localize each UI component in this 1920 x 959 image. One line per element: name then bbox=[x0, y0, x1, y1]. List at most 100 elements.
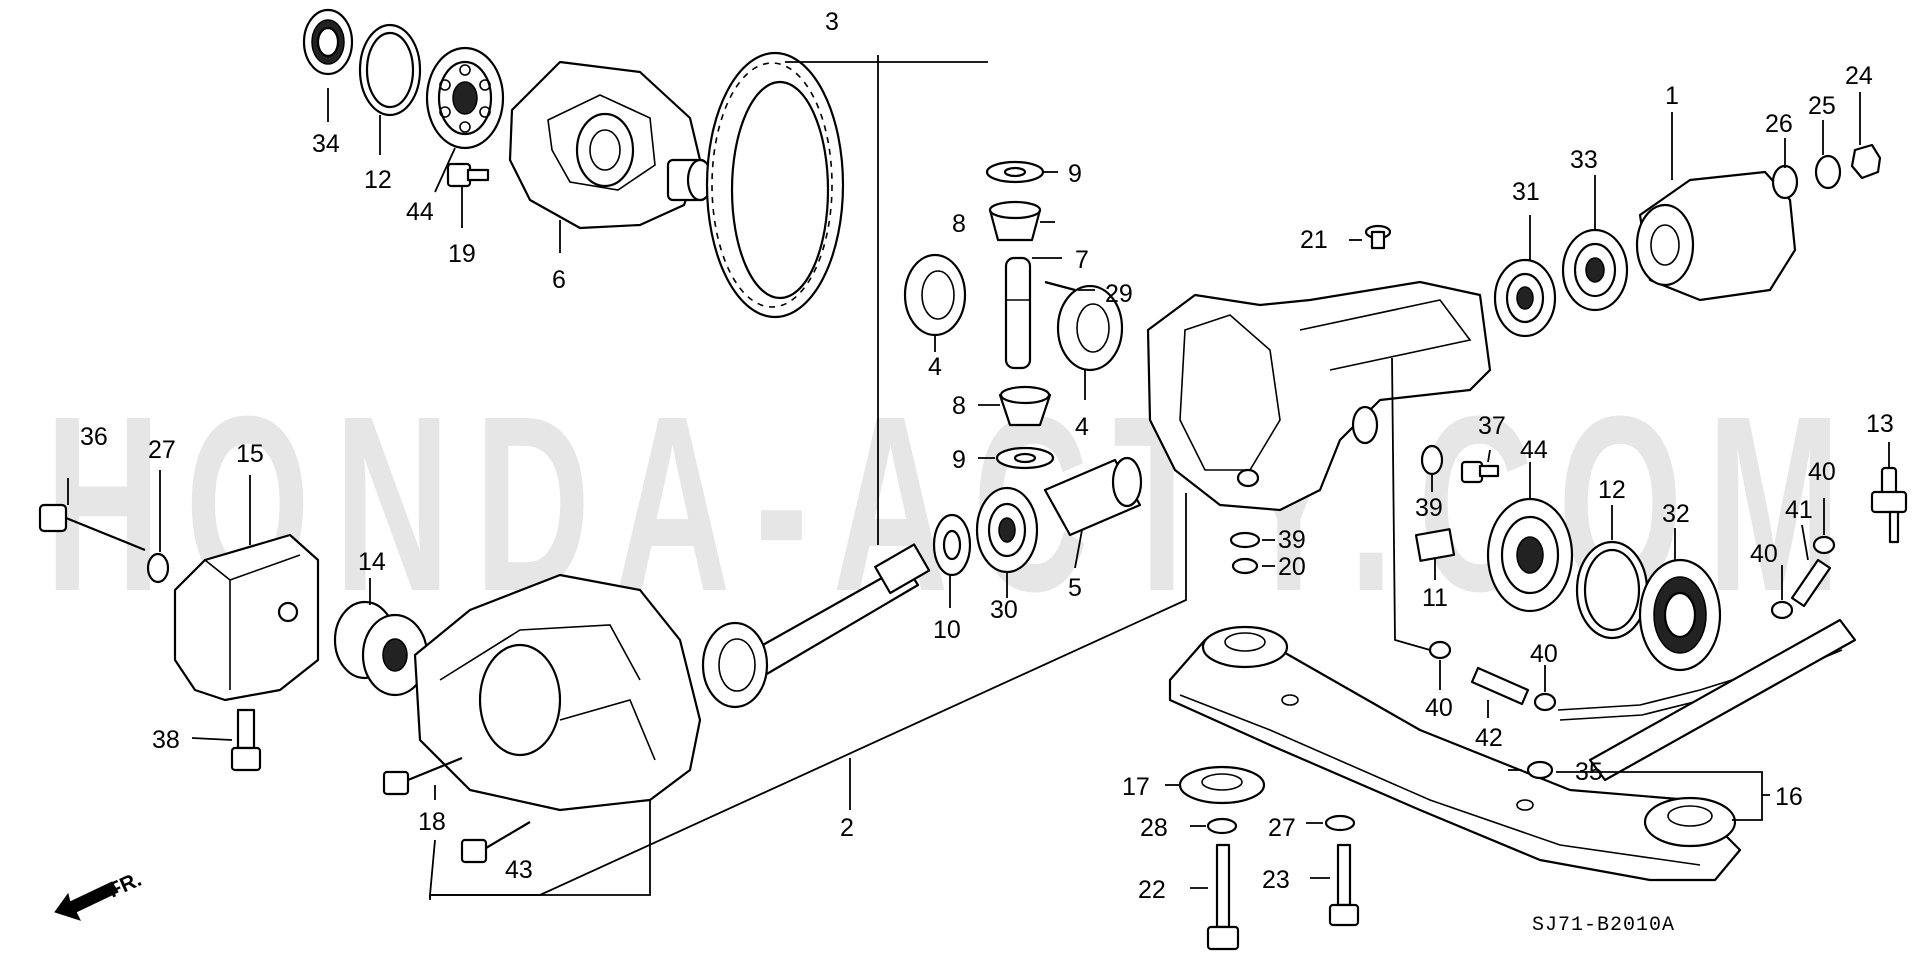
callout-9-bottom: 9 bbox=[952, 446, 966, 474]
callout-6: 6 bbox=[552, 266, 566, 294]
part-10-washer[interactable] bbox=[932, 513, 972, 577]
part-2-differential-carrier[interactable] bbox=[413, 573, 702, 812]
part-12-o-ring-right[interactable] bbox=[1575, 540, 1649, 640]
part-6-differential-case[interactable] bbox=[508, 60, 714, 230]
part-19-bolt[interactable] bbox=[446, 162, 490, 188]
callout-27-right: 27 bbox=[1268, 814, 1296, 842]
part-40-clamp-3[interactable] bbox=[1428, 640, 1452, 660]
part-13-breather[interactable] bbox=[1870, 466, 1908, 544]
part-12-o-ring[interactable] bbox=[358, 23, 422, 117]
part-41-tube[interactable] bbox=[1790, 558, 1832, 608]
callout-39-right: 39 bbox=[1415, 494, 1443, 522]
callout-25: 25 bbox=[1808, 92, 1836, 120]
callout-21: 21 bbox=[1300, 226, 1328, 254]
callout-16: 16 bbox=[1775, 783, 1803, 811]
callout-39-center: 39 bbox=[1278, 526, 1306, 554]
callout-28: 28 bbox=[1140, 814, 1168, 842]
part-4-side-gear-left[interactable] bbox=[903, 253, 967, 337]
part-18-bolt[interactable] bbox=[382, 756, 463, 796]
part-36-bolt[interactable] bbox=[38, 503, 146, 552]
callout-14: 14 bbox=[358, 548, 386, 576]
part-1-housing[interactable] bbox=[1146, 280, 1492, 512]
callout-27-left: 27 bbox=[148, 436, 176, 464]
part-29-pin[interactable] bbox=[1044, 280, 1076, 292]
part-11-label[interactable] bbox=[1414, 528, 1456, 562]
part-43-bolt[interactable] bbox=[460, 821, 531, 864]
part-38-bolt[interactable] bbox=[230, 708, 262, 772]
part-8-pinion-gear-top[interactable] bbox=[988, 200, 1042, 242]
part-27-washer-left[interactable] bbox=[146, 552, 170, 584]
part-26-washer[interactable] bbox=[1771, 164, 1799, 200]
callout-3: 3 bbox=[825, 8, 839, 36]
part-27-washer-right[interactable] bbox=[1324, 814, 1356, 832]
callout-35: 35 bbox=[1575, 758, 1603, 786]
callout-1: 1 bbox=[1665, 82, 1679, 110]
callout-5: 5 bbox=[1068, 574, 1082, 602]
part-25-washer[interactable] bbox=[1814, 154, 1842, 190]
part-28-washer[interactable] bbox=[1206, 817, 1238, 835]
part-24-nut[interactable] bbox=[1850, 143, 1882, 180]
callout-11: 11 bbox=[1422, 584, 1448, 612]
callout-12-top: 12 bbox=[364, 166, 392, 194]
part-35-bushing[interactable] bbox=[1526, 760, 1554, 780]
part-32-oil-seal[interactable] bbox=[1638, 558, 1722, 672]
part-22-bolt[interactable] bbox=[1206, 843, 1240, 951]
part-3-ring-gear[interactable] bbox=[705, 51, 845, 319]
part-39-washer-center[interactable] bbox=[1229, 531, 1261, 549]
callout-40-b: 40 bbox=[1750, 540, 1778, 568]
part-33-bearing[interactable] bbox=[1561, 228, 1629, 312]
part-15-mount-bracket[interactable] bbox=[173, 533, 320, 702]
part-20-nut[interactable] bbox=[1231, 557, 1259, 575]
callout-4-right: 4 bbox=[1075, 413, 1089, 441]
part-8-pinion-gear-bottom[interactable] bbox=[998, 385, 1052, 427]
part-42-tube[interactable] bbox=[1470, 666, 1530, 706]
part-7-pinion-shaft[interactable] bbox=[1004, 256, 1032, 370]
part-21-bolt[interactable] bbox=[1364, 224, 1392, 250]
callout-38: 38 bbox=[152, 726, 180, 754]
callout-labels: 34 12 44 19 6 3 9 8 7 29 4 4 8 9 5 30 10… bbox=[80, 8, 1894, 904]
callout-31: 31 bbox=[1512, 178, 1540, 206]
part-5-collar[interactable] bbox=[1043, 456, 1143, 537]
part-40-clamp-2[interactable] bbox=[1770, 600, 1794, 620]
part-9-thrust-washer-bottom[interactable] bbox=[995, 446, 1055, 470]
part-1-flange[interactable] bbox=[1635, 170, 1797, 302]
callout-41: 41 bbox=[1785, 496, 1813, 524]
part-39-washer-right[interactable] bbox=[1420, 444, 1444, 476]
callout-19: 19 bbox=[448, 240, 476, 268]
part-17-mount[interactable] bbox=[1178, 765, 1266, 805]
part-9-thrust-washer-top[interactable] bbox=[985, 160, 1045, 184]
callout-29: 29 bbox=[1105, 280, 1133, 308]
callout-9-top: 9 bbox=[1068, 160, 1082, 188]
part-30-bearing[interactable] bbox=[975, 486, 1039, 574]
part-16-crossmember[interactable] bbox=[1168, 625, 1742, 882]
callout-15: 15 bbox=[236, 440, 264, 468]
callout-24: 24 bbox=[1845, 62, 1873, 90]
callout-43: 43 bbox=[505, 856, 533, 884]
part-37-bolt[interactable] bbox=[1460, 460, 1500, 484]
callout-44-right: 44 bbox=[1520, 436, 1548, 464]
part-3-drive-pinion[interactable] bbox=[701, 543, 931, 709]
part-31-bearing[interactable] bbox=[1493, 258, 1557, 338]
callout-8-top: 8 bbox=[952, 210, 966, 238]
part-14-bushing[interactable] bbox=[333, 600, 429, 697]
callout-37: 37 bbox=[1478, 412, 1506, 440]
part-40-clamp-1[interactable] bbox=[1812, 535, 1836, 555]
part-34-oil-seal[interactable] bbox=[302, 8, 354, 76]
callout-20: 20 bbox=[1278, 553, 1306, 581]
callout-7: 7 bbox=[1075, 246, 1089, 274]
callout-36: 36 bbox=[80, 423, 108, 451]
part-40-clamp-4[interactable] bbox=[1533, 692, 1557, 712]
front-label: FR. bbox=[105, 868, 145, 903]
callout-42: 42 bbox=[1475, 724, 1503, 752]
callout-32: 32 bbox=[1662, 500, 1690, 528]
callout-2: 2 bbox=[840, 814, 854, 842]
leader-lines bbox=[67, 55, 1890, 900]
part-44-bearing-top[interactable] bbox=[425, 46, 505, 150]
callout-18: 18 bbox=[418, 808, 446, 836]
part-23-bolt[interactable] bbox=[1328, 843, 1360, 927]
callout-40-a: 40 bbox=[1808, 458, 1836, 486]
part-44-bearing-right[interactable] bbox=[1486, 497, 1574, 613]
part-4-side-gear-right[interactable] bbox=[1056, 284, 1124, 372]
callout-40-d: 40 bbox=[1530, 640, 1558, 668]
